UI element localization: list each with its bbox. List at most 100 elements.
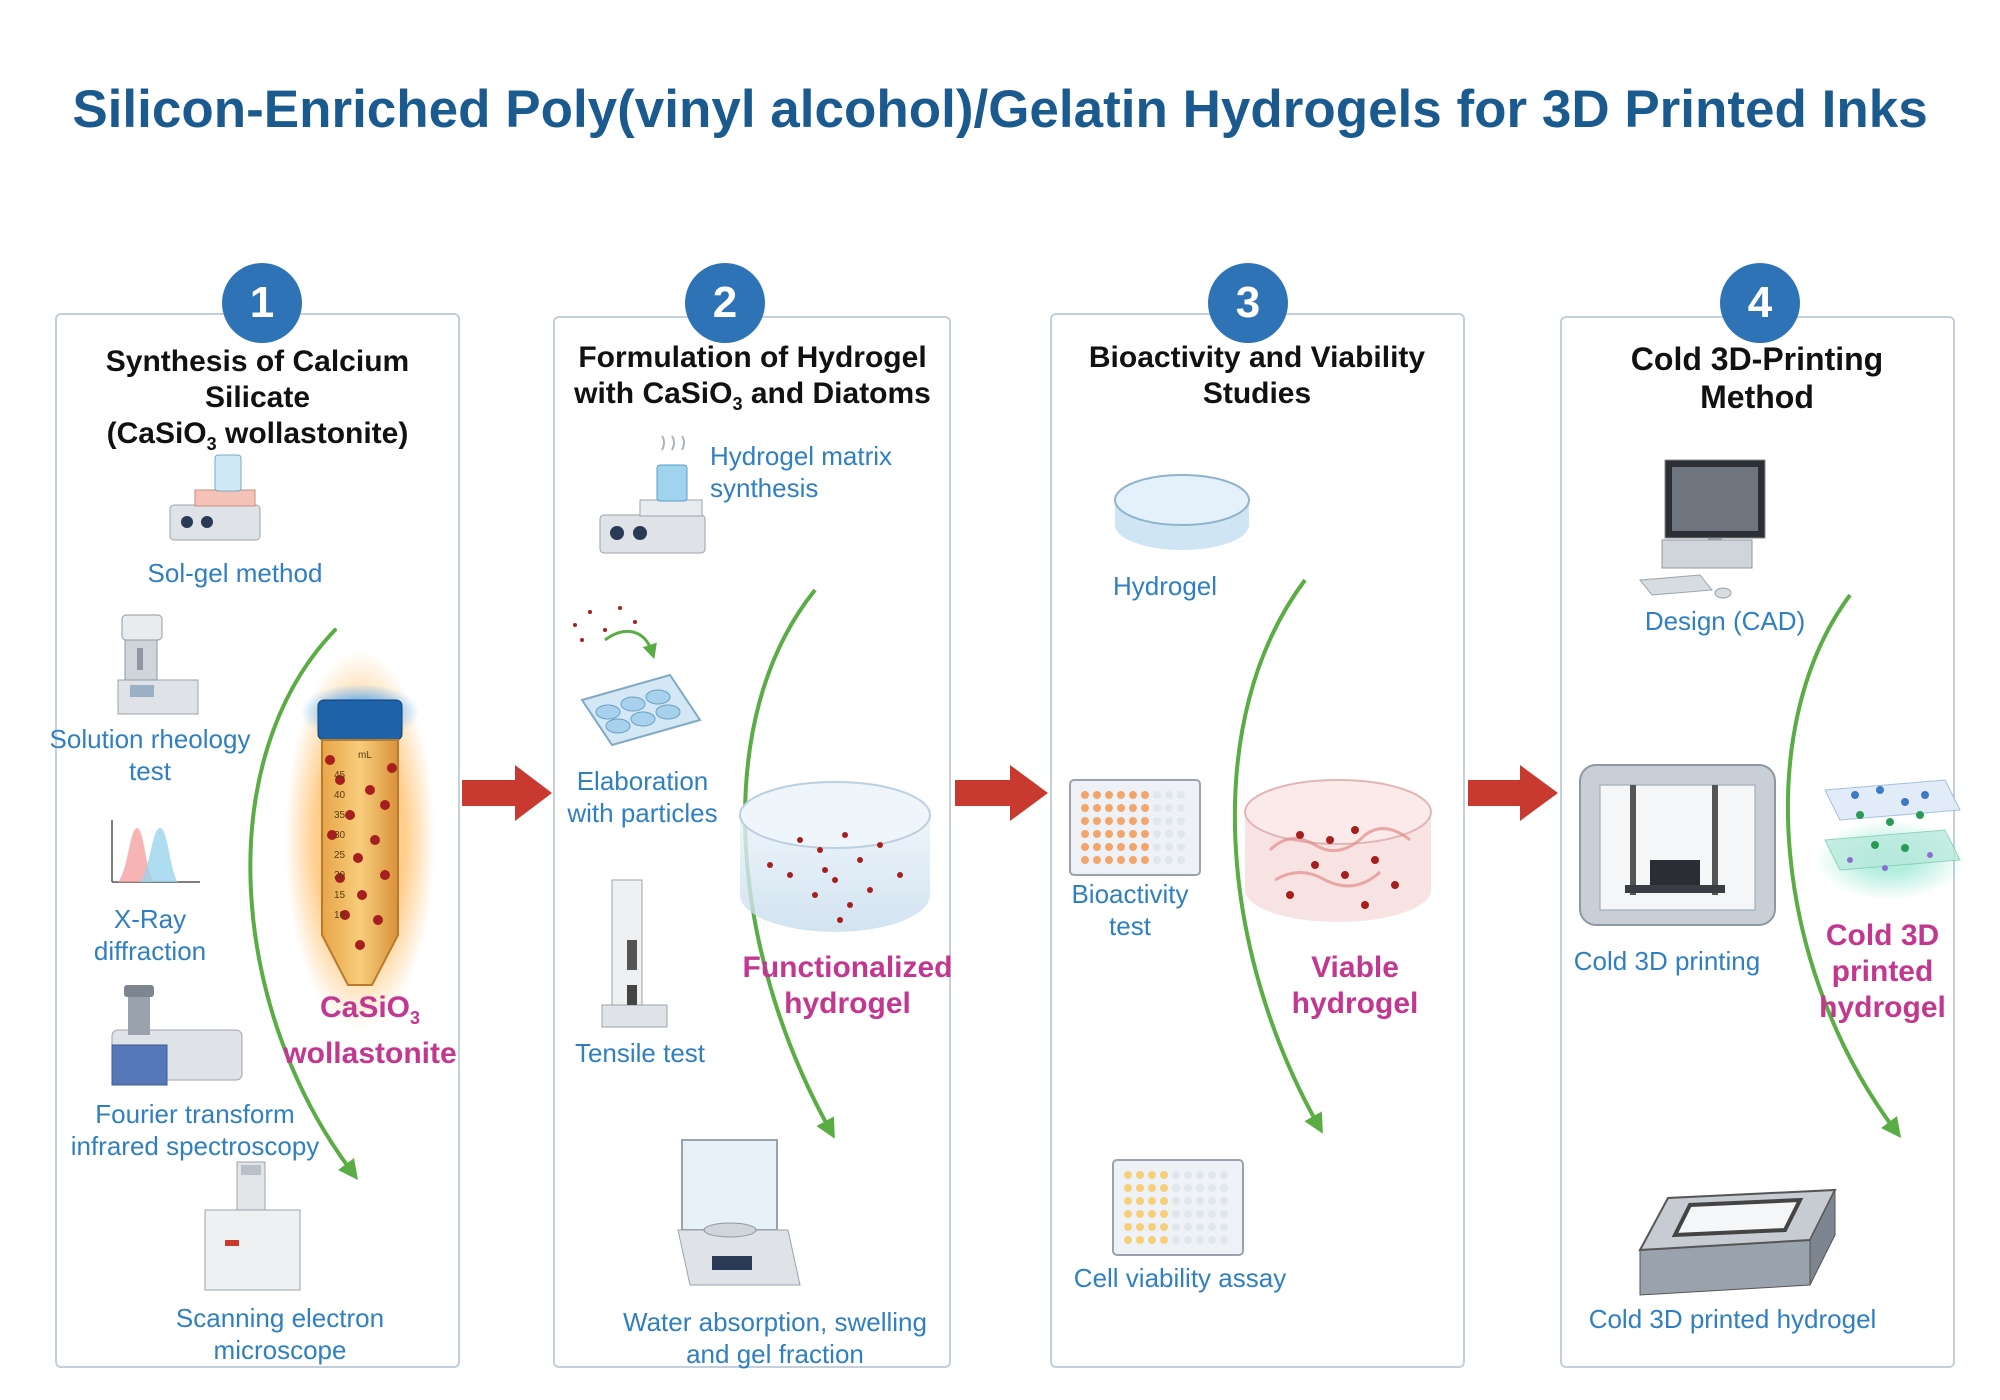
tube-particles bbox=[325, 755, 397, 950]
label-cold-3d-printed-hydrogel: Cold 3D printed hydrogel bbox=[1588, 1304, 1877, 1334]
label-cold-3d-printing: Cold 3D printing bbox=[1573, 946, 1761, 976]
computer-icon bbox=[1639, 459, 1766, 599]
label-matrix-line2: synthesis bbox=[710, 473, 819, 503]
result-viable-hydrogel: Viable hydrogel bbox=[1270, 950, 1440, 1022]
result-functionalized-hydrogel: Functionalized hydrogel bbox=[730, 950, 965, 1022]
tube-scale-label: 25 bbox=[334, 850, 346, 861]
result-functionalized-line1: Functionalized bbox=[742, 951, 953, 984]
result-cold-line2: printed bbox=[1831, 955, 1934, 988]
label-bio-line2: test bbox=[1109, 911, 1151, 941]
panel-1-title-line3: (CaSiO3 wollastonite) bbox=[60, 416, 455, 462]
label-elab-line2: with particles bbox=[567, 798, 718, 828]
tensile-tester-icon bbox=[601, 879, 668, 1028]
step-arrow-2 bbox=[955, 765, 1048, 821]
label-elab-line1: Elaboration bbox=[576, 766, 709, 796]
sem-microscope-icon bbox=[204, 1161, 301, 1291]
page-title: Silicon-Enriched Poly(vinyl alcohol)/Gel… bbox=[72, 80, 1928, 139]
result-viable-line2: hydrogel bbox=[1291, 987, 1419, 1020]
result-cold-3d-printed-hydrogel: Cold 3D printed hydrogel bbox=[1810, 918, 1955, 1026]
label-rheology-line1: Solution rheology bbox=[49, 724, 251, 754]
panel-2-title: Formulation of Hydrogel with CaSiO3 and … bbox=[555, 340, 950, 422]
flow-curve-4 bbox=[1786, 593, 1901, 1139]
panel-4-title-line1: Cold 3D-Printing bbox=[1630, 341, 1884, 377]
well-plate-particles-icon bbox=[573, 606, 702, 747]
result-cold-line3: hydrogel bbox=[1819, 991, 1946, 1024]
result-wollastonite-line1: CaSiO3 bbox=[275, 990, 465, 1036]
microplate-orange-icon bbox=[1069, 779, 1201, 876]
hydrogel-cylinder-icon bbox=[739, 781, 931, 932]
label-rheology: Solution rheology test bbox=[35, 723, 265, 787]
panel-1-title-line2: Silicate bbox=[204, 381, 311, 414]
tube-scale-label: 40 bbox=[334, 790, 346, 801]
printed-layers-icon bbox=[1815, 779, 1965, 900]
hotplate-beaker-icon bbox=[599, 435, 706, 554]
formula-subscript: 3 bbox=[732, 394, 743, 414]
result-wollastonite: CaSiO3 wollastonite bbox=[275, 990, 465, 1072]
ftir-spectrometer-icon bbox=[111, 985, 243, 1086]
label-design-cad: Design (CAD) bbox=[1644, 606, 1806, 636]
cell-hydrogel-icon bbox=[1244, 779, 1432, 922]
diatoms-text: and Diatoms bbox=[742, 377, 931, 410]
flow-curve-1 bbox=[248, 628, 359, 1180]
label-sem-line1: Scanning electron bbox=[175, 1303, 385, 1333]
label-ftir-line2: infrared spectroscopy bbox=[70, 1131, 320, 1161]
tube-scale-label: 10 bbox=[334, 910, 346, 921]
printed-hydrogel-mold-icon bbox=[1638, 1188, 1837, 1296]
label-matrix-line1: Hydrogel matrix bbox=[710, 441, 893, 471]
result-viable-line1: Viable bbox=[1311, 951, 1399, 984]
rheometer-icon bbox=[117, 614, 199, 715]
hotplate-icon bbox=[169, 454, 261, 541]
label-sem: Scanning electron microscope bbox=[140, 1302, 420, 1366]
label-water-line1: Water absorption, swelling bbox=[623, 1307, 927, 1337]
panel-4-title: Cold 3D-Printing Method bbox=[1562, 340, 1952, 416]
label-hydrogel: Hydrogel bbox=[1112, 571, 1218, 601]
formula-text: CaSiO bbox=[319, 991, 410, 1024]
step-number-3: 3 bbox=[1208, 263, 1288, 343]
tube-scale-label: mL bbox=[358, 750, 372, 761]
formula-text: with CaSiO bbox=[574, 377, 733, 410]
label-bioactivity: Bioactivity test bbox=[1055, 878, 1205, 942]
tube-scale-label: 30 bbox=[334, 830, 346, 841]
tube-scale-label: 15 bbox=[334, 890, 346, 901]
label-bio-line1: Bioactivity bbox=[1071, 879, 1189, 909]
falcon-tube-icon bbox=[285, 650, 435, 1030]
result-wollastonite-line2: wollastonite bbox=[283, 1037, 457, 1070]
panel-3-title-line1: Bioactivity and Viability bbox=[1088, 341, 1426, 374]
hydrogel-particles bbox=[767, 832, 903, 923]
label-ftir: Fourier transform infrared spectroscopy bbox=[55, 1098, 335, 1162]
panel-4-title-line2: Method bbox=[1700, 379, 1814, 415]
panel-2-title-line2: with CaSiO3 and Diatoms bbox=[555, 376, 950, 422]
formula-subscript: 3 bbox=[410, 1008, 421, 1028]
analytical-balance-icon bbox=[677, 1139, 801, 1286]
label-ftir-line1: Fourier transform bbox=[95, 1099, 295, 1129]
step-arrow-3 bbox=[1468, 765, 1558, 821]
step-number-2: 2 bbox=[685, 263, 765, 343]
label-rheology-line2: test bbox=[129, 756, 171, 786]
result-cold-line1: Cold 3D bbox=[1825, 919, 1940, 952]
petri-dish-icon bbox=[1114, 474, 1250, 550]
label-elaboration: Elaboration with particles bbox=[555, 765, 730, 829]
step-arrow-1 bbox=[462, 765, 552, 821]
label-cell-viability: Cell viability assay bbox=[1073, 1263, 1287, 1293]
label-water-absorption: Water absorption, swelling and gel fract… bbox=[605, 1306, 945, 1370]
panel-1-title-line1: Synthesis of Calcium bbox=[105, 345, 410, 378]
formula-subscript: 3 bbox=[206, 434, 217, 454]
step-number-1: 1 bbox=[222, 263, 302, 343]
tube-scale-label: 35 bbox=[334, 810, 346, 821]
flow-curve-3 bbox=[1232, 578, 1323, 1134]
panel-2-title-line1: Formulation of Hydrogel bbox=[578, 341, 927, 374]
panel-1-title: Synthesis of Calcium Silicate (CaSiO3 wo… bbox=[60, 344, 455, 462]
label-xrd: X-Ray diffraction bbox=[60, 903, 240, 967]
label-tensile: Tensile test bbox=[574, 1038, 706, 1068]
formula-text: (CaSiO bbox=[106, 417, 207, 450]
label-water-line2: and gel fraction bbox=[686, 1339, 864, 1369]
result-functionalized-line2: hydrogel bbox=[784, 987, 911, 1020]
label-hydrogel-matrix: Hydrogel matrix synthesis bbox=[710, 440, 910, 504]
wollastonite-text: wollastonite) bbox=[216, 417, 409, 450]
microplate-yellow-icon bbox=[1112, 1159, 1244, 1256]
panel-3-title: Bioactivity and Viability Studies bbox=[1052, 340, 1462, 412]
label-sol-gel: Sol-gel method bbox=[147, 558, 323, 588]
tube-scale-label: 45 bbox=[334, 770, 346, 781]
tube-scale-label: 20 bbox=[334, 870, 346, 881]
